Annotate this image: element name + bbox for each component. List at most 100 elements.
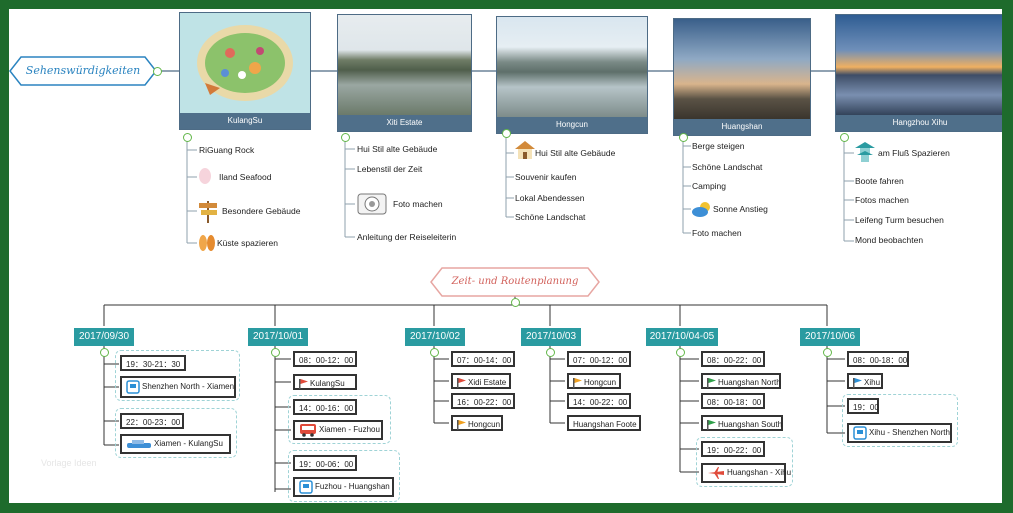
collapse-toggle[interactable] bbox=[511, 298, 520, 307]
route-label: Shenzhen North - Xiamen bbox=[142, 382, 235, 391]
collapse-toggle[interactable] bbox=[183, 133, 192, 142]
root-node-sights[interactable]: Sehenswürdigkeiten bbox=[9, 56, 157, 86]
date-header[interactable]: 2017/10/01 bbox=[248, 328, 308, 346]
place-box[interactable]: Huangshan South bbox=[701, 415, 783, 431]
mindmap-canvas: Sehenswürdigkeiten KulangSu RiGuang Rock… bbox=[9, 9, 1002, 503]
card-caption: Hongcun bbox=[497, 117, 647, 133]
leaf-item[interactable]: Schöne Landschat bbox=[515, 212, 586, 222]
sight-card-hongcun[interactable]: Hongcun bbox=[496, 16, 648, 134]
collapse-toggle[interactable] bbox=[153, 67, 162, 76]
place-label: KulangSu bbox=[310, 379, 345, 388]
collapse-toggle[interactable] bbox=[546, 348, 555, 357]
place-label: Huangshan South bbox=[718, 420, 783, 429]
leaf-item[interactable]: Küste spazieren bbox=[217, 238, 278, 248]
date-header[interactable]: 2017/10/02 bbox=[405, 328, 465, 346]
planning-label: Zeit- und Routenplanung bbox=[451, 276, 579, 287]
time-box[interactable]: 08：00-22：00 bbox=[701, 351, 765, 367]
leaf-item[interactable]: am Fluß Spazieren bbox=[878, 148, 950, 158]
sight-card-huangshan[interactable]: Huangshan bbox=[673, 18, 811, 136]
leaf-item[interactable]: Sonne Anstieg bbox=[713, 204, 768, 214]
leaf-item[interactable]: Boote fahren bbox=[855, 176, 904, 186]
time-box[interactable]: 08：00-12：00 bbox=[293, 351, 357, 367]
place-box[interactable]: Huangshan North bbox=[701, 373, 781, 389]
segment-group bbox=[288, 395, 391, 444]
collapse-toggle[interactable] bbox=[271, 348, 280, 357]
time-box[interactable]: 19：00-06：00 bbox=[293, 455, 357, 471]
place-box[interactable]: Hongcun bbox=[451, 415, 503, 431]
leaf-item[interactable]: RiGuang Rock bbox=[199, 145, 255, 155]
leaf-item[interactable]: Anleitung der Reiseleiterin bbox=[357, 232, 457, 242]
sight-card-kulangsu[interactable]: KulangSu bbox=[179, 12, 311, 130]
place-box[interactable]: Xihu bbox=[847, 373, 883, 389]
collapse-toggle[interactable] bbox=[430, 348, 439, 357]
date-header[interactable]: 2017/10/04-05 bbox=[646, 328, 718, 346]
sight-card-xidi[interactable]: Xiti Estate bbox=[337, 14, 472, 132]
flag-icon bbox=[707, 377, 716, 388]
camera-icon bbox=[355, 186, 391, 225]
watermark: Vorlage Ideen bbox=[41, 458, 97, 468]
route-box[interactable]: Fuzhou - Huangshan bbox=[293, 477, 394, 497]
xidi-photo bbox=[338, 15, 471, 115]
time-box[interactable]: 19：00-22：00 bbox=[701, 441, 765, 457]
leaf-item[interactable]: Camping bbox=[692, 181, 727, 191]
train-icon bbox=[853, 426, 867, 440]
date-header[interactable]: 2017/10/03 bbox=[521, 328, 581, 346]
leaf-item[interactable]: Iland Seafood bbox=[219, 172, 272, 182]
leaf-item[interactable]: Lokal Abendessen bbox=[515, 193, 585, 203]
leaf-item[interactable]: Foto machen bbox=[393, 199, 443, 209]
card-caption: Xiti Estate bbox=[338, 115, 471, 131]
collapse-toggle[interactable] bbox=[823, 348, 832, 357]
date-header[interactable]: 2017/09/30 bbox=[74, 328, 134, 346]
route-box[interactable]: Xiamen - KulangSu bbox=[120, 434, 231, 454]
route-box[interactable]: Xihu - Shenzhen North bbox=[847, 423, 952, 443]
place-box[interactable]: Hongcun bbox=[567, 373, 621, 389]
time-box[interactable]: 14：00-16：00 bbox=[293, 399, 357, 415]
place-box[interactable]: Xidi Estate bbox=[451, 373, 511, 389]
time-box[interactable]: 19：00 bbox=[847, 398, 879, 414]
time-box[interactable]: 14：00-22：00 bbox=[567, 393, 631, 409]
signpost-icon bbox=[197, 199, 219, 228]
collapse-toggle[interactable] bbox=[502, 129, 511, 138]
place-box[interactable]: KulangSu bbox=[293, 374, 357, 390]
leaf-item[interactable]: Lebenstil der Zeit bbox=[357, 164, 423, 174]
leaf-item[interactable]: Leifeng Turm besuchen bbox=[855, 215, 944, 225]
place-box[interactable]: Huangshan Foote bbox=[567, 415, 641, 431]
ship-icon bbox=[127, 439, 151, 448]
kulangsu-map-image bbox=[180, 13, 310, 113]
leaf-item[interactable]: Hui Stil alte Gebäude bbox=[535, 148, 616, 158]
collapse-toggle[interactable] bbox=[341, 133, 350, 142]
time-box[interactable]: 16：00-22：00 bbox=[451, 393, 515, 409]
hongcun-photo bbox=[497, 17, 647, 117]
leaf-item[interactable]: Besondere Gebäude bbox=[222, 206, 301, 216]
route-box[interactable]: Huangshan - Xihu bbox=[701, 463, 791, 483]
route-label: Fuzhou - Huangshan bbox=[315, 482, 390, 491]
weather-icon bbox=[691, 200, 713, 223]
flag-icon bbox=[457, 377, 466, 388]
collapse-toggle[interactable] bbox=[840, 133, 849, 142]
leaf-item[interactable]: Mond beobachten bbox=[855, 235, 924, 245]
time-box[interactable]: 08：00-18：00 bbox=[847, 351, 909, 367]
sight-card-hangzhou[interactable]: Hangzhou Xihu bbox=[835, 14, 1002, 132]
collapse-toggle[interactable] bbox=[100, 348, 109, 357]
segment-group bbox=[115, 350, 240, 401]
route-box[interactable]: Shenzhen North - Xiamen bbox=[120, 376, 236, 398]
route-box[interactable]: Xiamen - Fuzhou bbox=[293, 420, 383, 440]
leaf-item[interactable]: Foto machen bbox=[692, 228, 742, 238]
date-header[interactable]: 2017/10/06 bbox=[800, 328, 860, 346]
collapse-toggle[interactable] bbox=[679, 133, 688, 142]
leaf-item[interactable]: Berge steigen bbox=[692, 141, 745, 151]
root-node-planning[interactable]: Zeit- und Routenplanung bbox=[430, 267, 600, 297]
house-icon bbox=[514, 140, 536, 165]
time-box[interactable]: 07：00-14：00 bbox=[451, 351, 515, 367]
time-box[interactable]: 08：00-18：00 bbox=[701, 393, 765, 409]
time-box[interactable]: 07：00-12：00 bbox=[567, 351, 631, 367]
leaf-item[interactable]: Fotos machen bbox=[855, 195, 909, 205]
flag-icon bbox=[299, 378, 308, 389]
time-box[interactable]: 22：00-23：00 bbox=[120, 413, 184, 429]
pagoda-icon bbox=[854, 141, 876, 168]
leaf-item[interactable]: Hui Stil alte Gebäude bbox=[357, 144, 438, 154]
leaf-item[interactable]: Souvenir kaufen bbox=[515, 172, 577, 182]
time-box[interactable]: 19：30-21：30 bbox=[120, 355, 186, 371]
collapse-toggle[interactable] bbox=[676, 348, 685, 357]
leaf-item[interactable]: Schöne Landschat bbox=[692, 162, 763, 172]
